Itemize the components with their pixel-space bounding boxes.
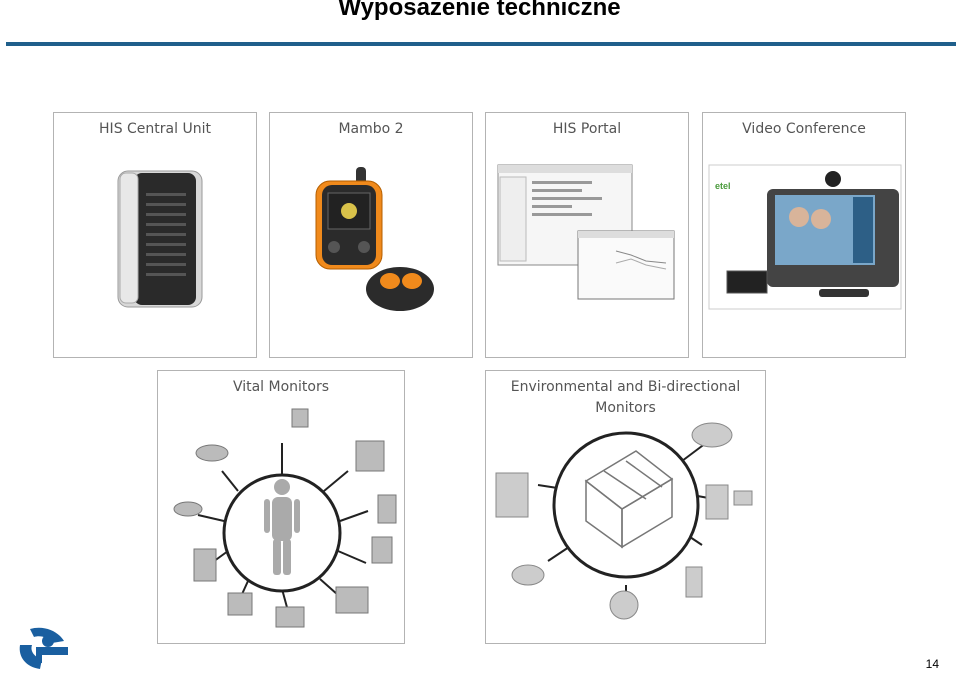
slide-title: Wyposażenie techniczne [338, 0, 621, 21]
panel-label-line2: Monitors [595, 400, 656, 416]
svg-text:etel: etel [715, 181, 731, 191]
title-divider [6, 42, 956, 46]
panel-label-line1: Environmental and Bi-directional [510, 379, 741, 395]
panel-label: Vital Monitors [232, 379, 330, 395]
portal-screenshot-image [497, 164, 675, 300]
panel-his-portal: HIS Portal [485, 112, 689, 358]
panel-label: HIS Portal [552, 121, 622, 137]
panel-video-conference: Video Conference etel [702, 112, 906, 358]
vital-monitors-diagram [173, 408, 397, 628]
company-logo-icon [19, 627, 68, 669]
panel-label: HIS Central Unit [99, 121, 211, 137]
panel-his-central-unit: HIS Central Unit [53, 112, 257, 358]
video-conference-image: etel [708, 164, 902, 310]
panel-mambo-2: Mambo 2 [269, 112, 473, 358]
human-figure-icon [264, 479, 300, 575]
panel-label: Environmental and Bi-directional Monitor… [486, 377, 765, 419]
panel-label: Mambo 2 [338, 121, 404, 137]
house-floorplan-icon [584, 450, 674, 549]
mambo-device-image [315, 167, 434, 311]
panel-label: Video Conference [742, 121, 866, 137]
panel-vital-monitors: Vital Monitors [157, 370, 405, 644]
environmental-monitors-diagram [495, 422, 753, 620]
panel-environmental-monitors: Environmental and Bi-directional Monitor… [485, 370, 766, 644]
page-number: 14 [925, 657, 939, 671]
central-unit-image [117, 170, 203, 308]
